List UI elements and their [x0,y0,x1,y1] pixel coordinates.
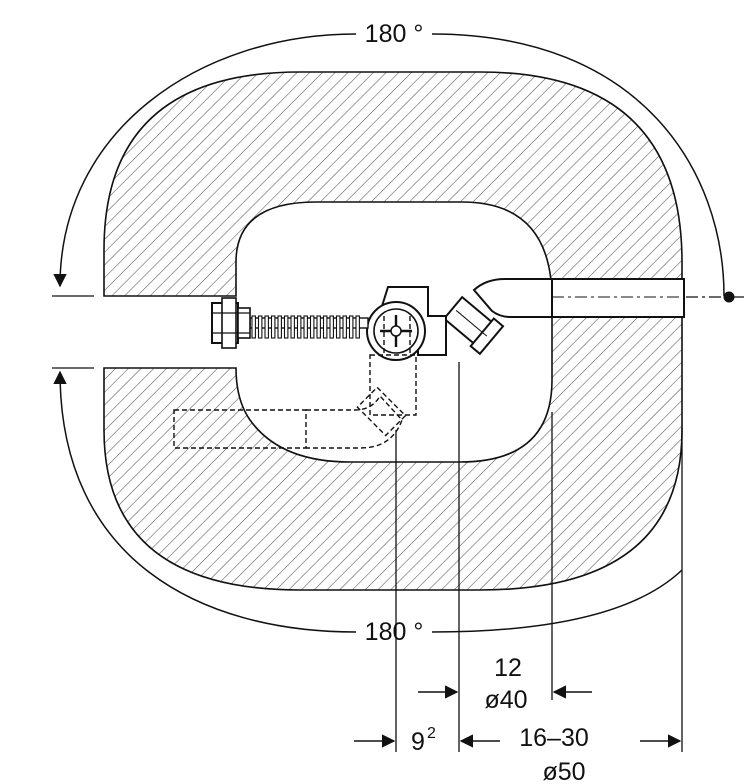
rotation-arc-top [53,33,357,288]
outlet-pipe [551,278,685,318]
corrugated-hose [249,315,369,339]
hose-rib [329,315,334,339]
hose-rib [309,315,315,339]
dim-label-d50: ø50 [542,758,585,784]
dim-label-d40: ø40 [484,686,527,714]
angle-label-bottom: 180 ° [365,618,424,646]
dim-label-9: 9 [411,728,425,756]
rotation-arc-bottom-right [431,569,683,633]
valve-fitting [211,297,251,349]
angle-label-top: 180 ° [365,20,424,48]
dim-label-16-30: 16–30 [519,724,589,752]
hose-rib [251,315,256,339]
pipe-bend [472,278,553,318]
pivot-point [723,291,735,303]
hose-rib [322,315,328,339]
hose-rib [283,315,289,339]
hose-rib [270,315,276,339]
rotation-arc-bottom [53,370,357,633]
angled-connector [442,295,505,356]
hose-rib [348,315,354,339]
hose-rib [335,315,341,339]
dim-label-12: 12 [494,654,522,682]
hose-rib [264,315,269,339]
hose-rib [342,315,347,339]
cap-ring [373,308,419,354]
hose-rib [296,315,302,339]
rotation-arc-top-right [431,33,725,297]
cap-center [390,325,402,337]
hose-rib [355,315,360,339]
hatched-swivel-zone [103,71,683,591]
alternative-position [173,316,417,449]
dim-label-9-sup: 2 [427,725,436,742]
hose-rib [277,315,282,339]
hose-rib [316,315,321,339]
hose-rib [290,315,295,339]
hose-rib [303,315,308,339]
hose-rib [257,315,263,339]
